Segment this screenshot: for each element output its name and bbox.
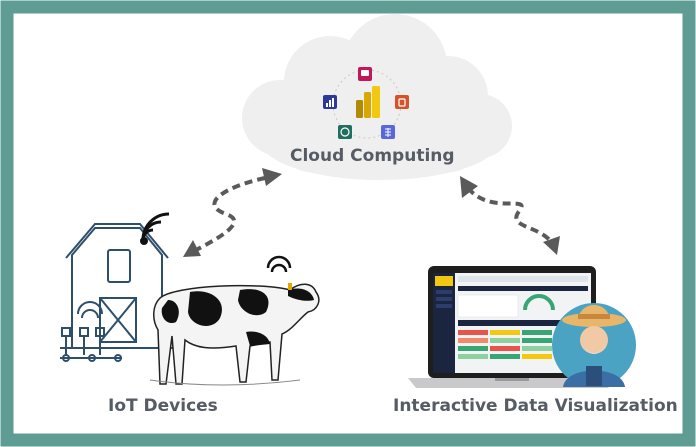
arrow-cloud-iot xyxy=(195,176,266,252)
farmer-avatar xyxy=(552,303,636,387)
wifi-icon xyxy=(77,301,103,319)
arrow-cloud-viz xyxy=(466,186,554,245)
power-bi-icon xyxy=(356,86,380,118)
iot-devices-label: IoT Devices xyxy=(108,396,218,416)
data-visualization-label: Interactive Data Visualization xyxy=(393,396,678,416)
cow-illustration xyxy=(149,283,320,386)
wifi-icon xyxy=(266,255,292,273)
barn-illustration xyxy=(60,223,175,362)
arrowhead-to-viz xyxy=(543,236,560,255)
bar-chart-icon xyxy=(323,95,337,109)
wifi-icon xyxy=(140,212,170,245)
grid-icon xyxy=(381,125,395,139)
cloud-computing-label: Cloud Computing xyxy=(290,146,455,166)
arrowhead-to-iot xyxy=(183,240,201,257)
arrowhead-to-cloud-right xyxy=(460,176,478,198)
gauge-icon xyxy=(338,125,352,139)
arrowhead-to-cloud xyxy=(262,168,282,186)
cloud-shape xyxy=(242,14,512,180)
chat-icon xyxy=(358,67,372,81)
app-icon xyxy=(395,95,409,109)
